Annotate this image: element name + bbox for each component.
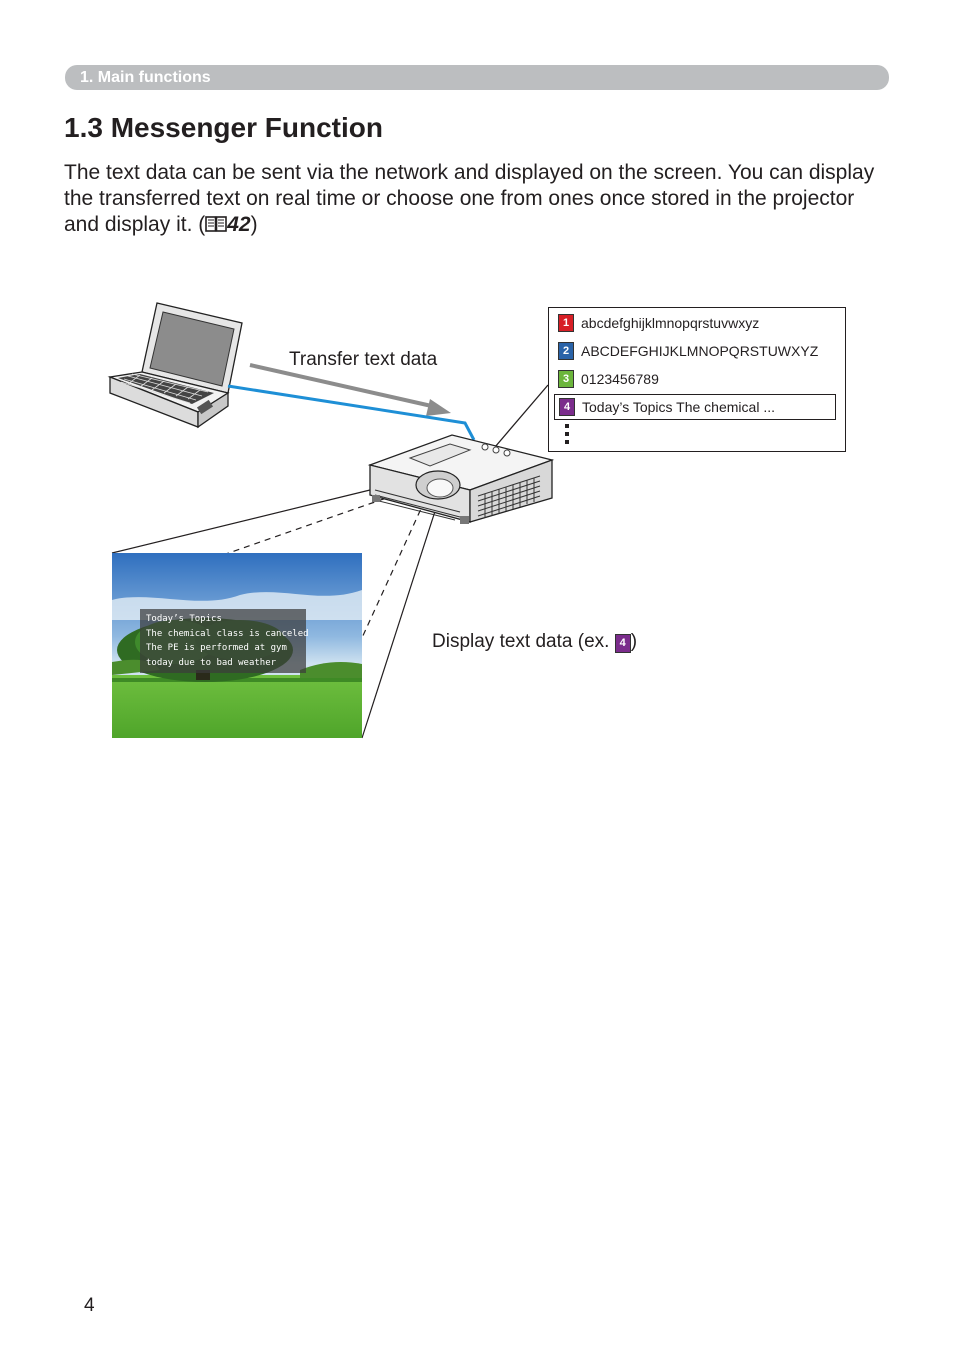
screen-text-line: Today’s Topics (146, 612, 300, 627)
screen-text-overlay: Today’s Topics The chemical class is can… (140, 609, 306, 673)
screen-text-line: today due to bad weather (146, 656, 300, 671)
display-label-suffix: ) (631, 631, 637, 652)
book-icon (205, 215, 227, 233)
number-badge: 4 (559, 398, 575, 416)
projector-illustration (370, 435, 552, 524)
list-item[interactable]: 1 abcdefghijklmnopqrstuvwxyz (558, 312, 759, 334)
page-title: 1.3 Messenger Function (64, 112, 383, 144)
display-label-prefix: Display text data (ex. (432, 631, 615, 652)
transfer-text-label: Transfer text data (289, 349, 437, 371)
list-item-selected[interactable]: 4 Today’s Topics The chemical ... (554, 394, 836, 420)
stored-text-list: 1 abcdefghijklmnopqrstuvwxyz 2 ABCDEFGHI… (548, 307, 846, 452)
more-items-ellipsis-icon (565, 424, 569, 448)
section-header-bar: 1. Main functions (65, 65, 889, 90)
list-item[interactable]: 3 0123456789 (558, 368, 659, 390)
list-item-text: abcdefghijklmnopqrstuvwxyz (581, 315, 759, 331)
number-badge: 1 (558, 314, 574, 332)
projected-screen-overlay: Today’s Topics The chemical class is can… (112, 553, 362, 738)
screen-text-line: The chemical class is canceled (146, 627, 300, 642)
laptop-illustration (110, 303, 242, 427)
arrow-head-icon (426, 399, 451, 416)
intro-close-paren: ) (251, 213, 258, 236)
screen-text-line: The PE is performed at gym (146, 641, 300, 656)
intro-text: The text data can be sent via the networ… (64, 161, 874, 236)
example-number-badge: 4 (615, 634, 631, 653)
list-item-text: 0123456789 (581, 371, 659, 387)
reference-page-number: 42 (227, 213, 250, 236)
display-text-label: Display text data (ex. 4) (432, 631, 637, 653)
messenger-diagram: Transfer text data 1 abcdefghijklmnopqrs… (0, 290, 954, 750)
list-item[interactable]: 2 ABCDEFGHIJKLMNOPQRSTUWXYZ (558, 340, 818, 362)
section-label: 1. Main functions (80, 69, 211, 87)
page-number: 4 (84, 1295, 95, 1317)
list-item-text: Today’s Topics The chemical ... (582, 399, 775, 415)
intro-paragraph: The text data can be sent via the networ… (64, 160, 884, 238)
manual-reference-link[interactable]: 42 (205, 213, 250, 236)
list-item-text: ABCDEFGHIJKLMNOPQRSTUWXYZ (581, 343, 818, 359)
number-badge: 3 (558, 370, 574, 388)
number-badge: 2 (558, 342, 574, 360)
